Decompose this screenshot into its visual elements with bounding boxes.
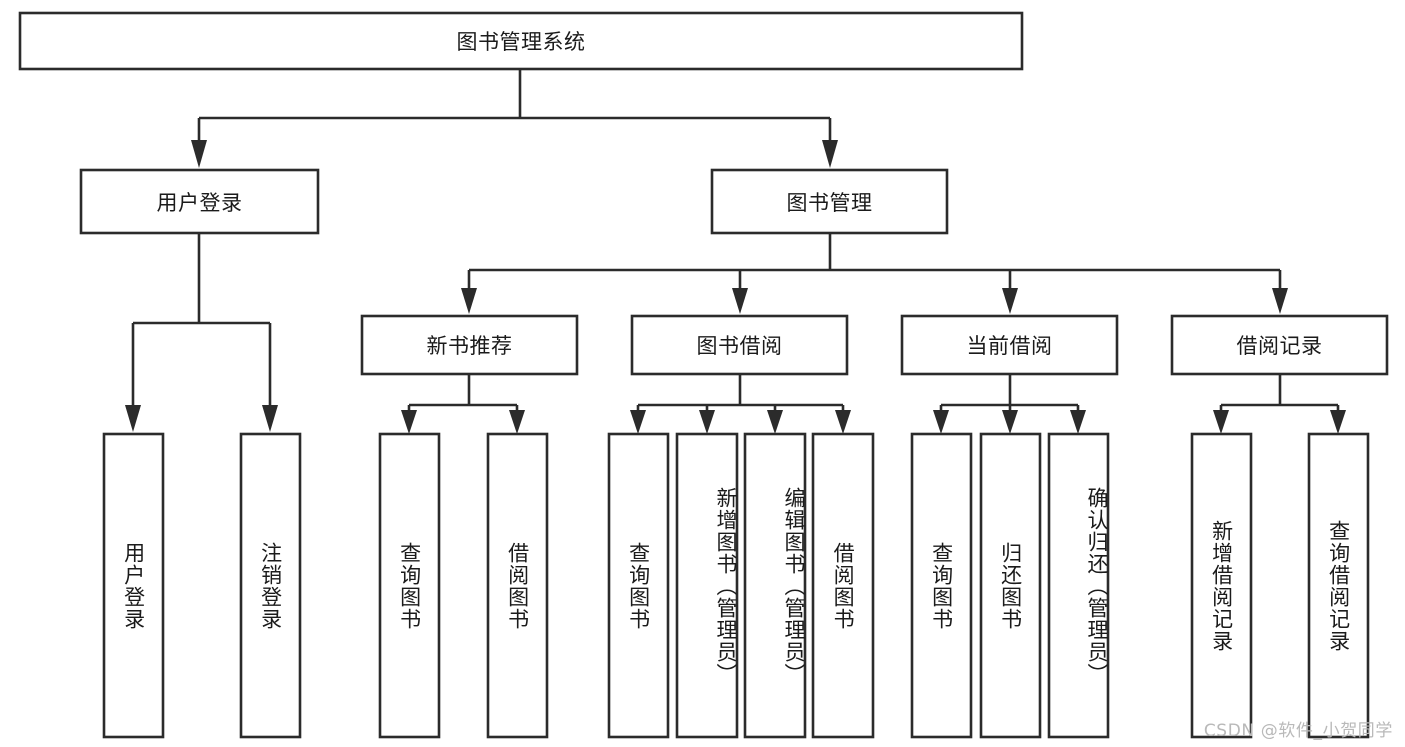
node-box-leaf-add-book[interactable] [675, 432, 739, 739]
watermark-text: CSDN @软件_小贺同学 [1203, 721, 1393, 741]
node-box-book-borrow[interactable] [630, 314, 849, 376]
arrow-head-book-borrow [732, 288, 748, 314]
node-box-leaf-query-book-3[interactable] [910, 432, 973, 739]
arrow-head-leaf-query-book-2 [630, 410, 646, 434]
node-box-leaf-query-book-1[interactable] [378, 432, 441, 739]
node-box-leaf-query-record[interactable] [1307, 432, 1370, 739]
node-box-borrow-record[interactable] [1170, 314, 1389, 376]
node-box-new-book-rec[interactable] [360, 314, 579, 376]
arrow-head-leaf-logout [262, 405, 278, 432]
node-box-leaf-user-login[interactable] [102, 432, 165, 739]
node-box-current-borrow[interactable] [900, 314, 1119, 376]
arrow-head-leaf-query-record [1330, 410, 1346, 434]
node-box-book-manage[interactable] [710, 168, 949, 235]
arrow-head-leaf-confirm-return [1070, 410, 1086, 434]
node-box-leaf-logout[interactable] [239, 432, 302, 739]
arrow-head-leaf-return-book [1002, 410, 1018, 434]
arrow-head-current-borrow [1002, 288, 1018, 314]
arrow-head-leaf-add-record [1213, 410, 1229, 434]
node-box-leaf-confirm-return[interactable] [1047, 432, 1110, 739]
arrow-head-leaf-borrow-book-1 [509, 410, 525, 434]
arrow-head-leaf-borrow-book-2 [835, 410, 851, 434]
node-box-leaf-return-book[interactable] [979, 432, 1042, 739]
arrow-head-leaf-query-book-1 [401, 410, 417, 434]
arrow-head-user-login [191, 140, 207, 168]
arrow-head-leaf-query-book-3 [933, 410, 949, 434]
node-box-leaf-borrow-book-1[interactable] [486, 432, 549, 739]
node-box-user-login[interactable] [79, 168, 320, 235]
arrow-head-new-book-rec [461, 288, 477, 314]
arrow-head-leaf-edit-book [767, 410, 783, 434]
node-box-leaf-query-book-2[interactable] [607, 432, 670, 739]
node-box-leaf-borrow-book-2[interactable] [811, 432, 875, 739]
node-box-root[interactable] [18, 11, 1024, 71]
arrow-head-book-manage [822, 140, 838, 168]
arrow-head-leaf-add-book [699, 410, 715, 434]
node-box-leaf-edit-book[interactable] [743, 432, 807, 739]
arrow-head-borrow-record [1272, 288, 1288, 314]
node-box-leaf-add-record[interactable] [1190, 432, 1253, 739]
arrow-head-leaf-user-login [125, 405, 141, 432]
